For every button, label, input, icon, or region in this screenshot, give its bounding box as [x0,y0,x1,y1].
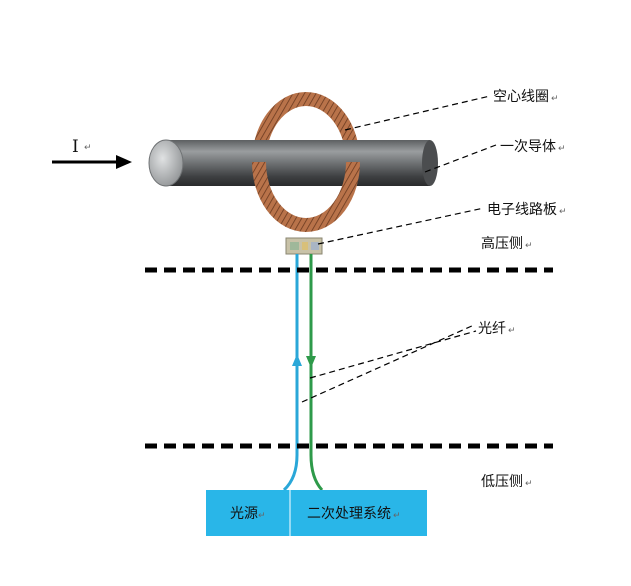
paragraph-mark-primary-conductor: ↵ [558,144,566,154]
processing-box: 光源 ↵ 二次处理系统 ↵ [206,490,427,536]
primary-conductor-rod [148,139,438,187]
primary-conductor-label: 一次导体 [500,139,556,155]
air-coil-front [252,161,360,232]
circuit-board-label: 电子线路板 [487,202,557,218]
low-voltage-side-label: 低压侧 [481,474,523,490]
paragraph-mark-light-source: ↵ [258,511,266,521]
light-source-label: 光源 [230,506,258,522]
leader-lines [301,95,497,403]
current-label: I [72,137,79,157]
fiber-up-arrow [292,354,302,366]
current-arrow [52,155,132,169]
fiber-down-arrow [306,356,316,368]
secondary-system-label: 二次处理系统 [307,506,391,522]
paragraph-mark-low-voltage: ↵ [525,479,533,489]
paragraph-mark-circuit-board: ↵ [559,207,567,217]
optical-fiber-label: 光纤 [478,321,506,337]
paragraph-mark-secondary-system: ↵ [393,511,401,521]
paragraph-mark-current: ↵ [84,143,92,153]
paragraph-mark-optical-fiber: ↵ [508,326,516,336]
circuit-board [285,237,323,255]
high-voltage-side-label: 高压侧 [481,235,523,252]
paragraph-mark-air-coil: ↵ [551,94,559,104]
air-coil [252,92,360,163]
paragraph-mark-high-voltage: ↵ [525,241,533,251]
air-coil-label: 空心线圈 [493,89,549,105]
optical-fibers [282,254,324,492]
